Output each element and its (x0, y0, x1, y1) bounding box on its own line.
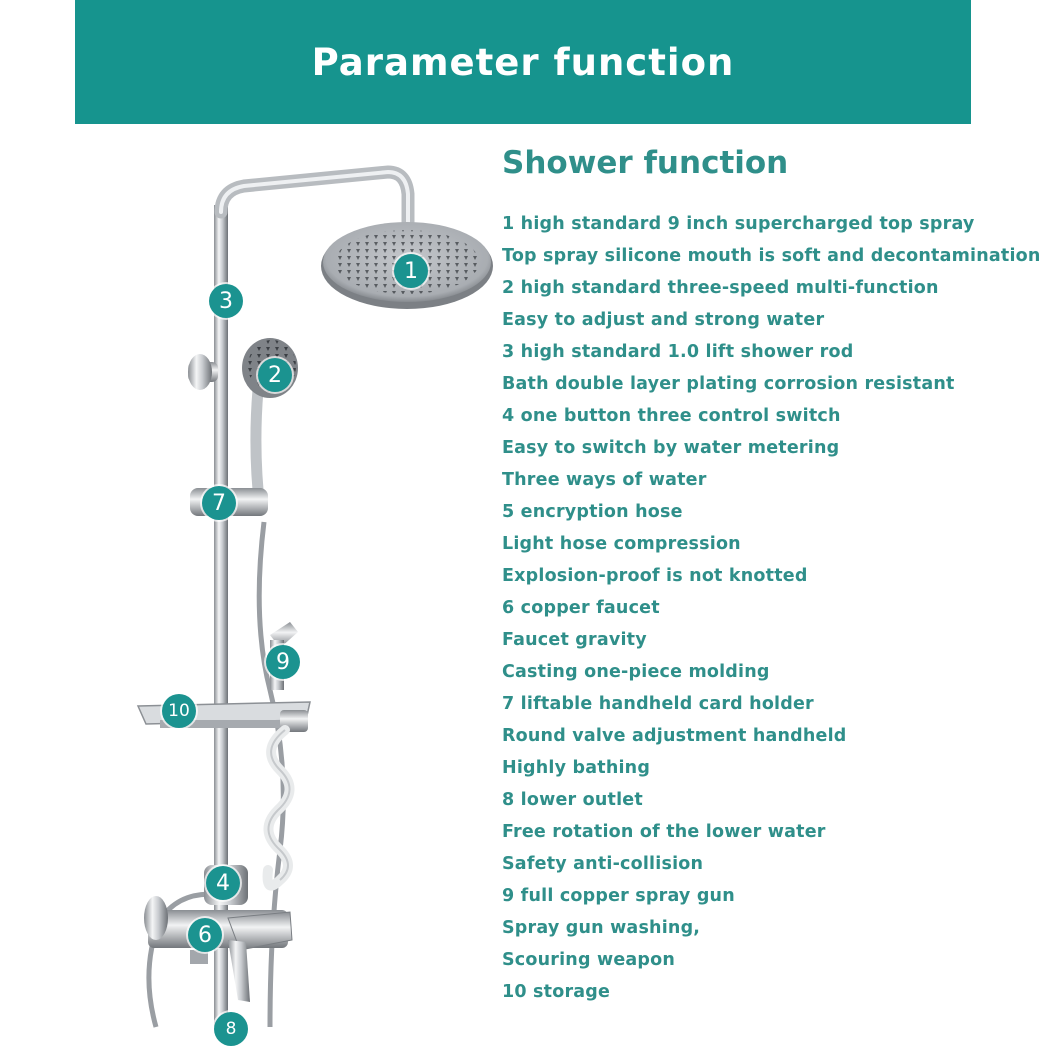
feature-item: Bath double layer plating corrosion resi… (502, 374, 955, 394)
shower-system-drawing (136, 165, 493, 1028)
callout-1: 1 (394, 254, 428, 288)
feature-item: 4 one button three control switch (502, 406, 841, 426)
feature-item: Safety anti-collision (502, 854, 704, 874)
feature-item: Faucet gravity (502, 630, 647, 650)
feature-item: 7 liftable handheld card holder (502, 694, 814, 714)
feature-item: Top spray silicone mouth is soft and dec… (502, 246, 1041, 266)
feature-item: Light hose compression (502, 534, 741, 554)
shower-system-illustration: 1 2 3 4 6 7 8 9 10 (120, 150, 500, 1046)
feature-item: Casting one-piece molding (502, 662, 770, 682)
callout-4: 4 (206, 866, 240, 900)
feature-item: 3 high standard 1.0 lift shower rod (502, 342, 854, 362)
feature-item: 1 high standard 9 inch supercharged top … (502, 214, 975, 234)
callout-2: 2 (258, 358, 292, 392)
feature-list: 1 high standard 9 inch supercharged top … (502, 208, 1041, 1008)
feature-item: Easy to switch by water metering (502, 438, 840, 458)
feature-item: 8 lower outlet (502, 790, 643, 810)
feature-item: Free rotation of the lower water (502, 822, 826, 842)
callout-8: 8 (214, 1012, 248, 1046)
feature-item: Spray gun washing, (502, 918, 701, 938)
feature-item: 10 storage (502, 982, 611, 1002)
section-title: Shower function (502, 145, 789, 181)
feature-item: Round valve adjustment handheld (502, 726, 847, 746)
callout-10: 10 (162, 694, 196, 728)
page-title: Parameter function (311, 40, 735, 84)
feature-item: Easy to adjust and strong water (502, 310, 825, 330)
feature-item: Highly bathing (502, 758, 651, 778)
feature-item: Scouring weapon (502, 950, 676, 970)
callout-3: 3 (209, 284, 243, 318)
feature-item: 6 copper faucet (502, 598, 660, 618)
callout-9: 9 (266, 645, 300, 679)
feature-item: 9 full copper spray gun (502, 886, 735, 906)
feature-item: Explosion-proof is not knotted (502, 566, 808, 586)
header-banner: Parameter function (75, 0, 971, 124)
feature-item: 2 high standard three-speed multi-functi… (502, 278, 939, 298)
feature-item: Three ways of water (502, 470, 707, 490)
callout-7: 7 (202, 486, 236, 520)
callout-6: 6 (188, 918, 222, 952)
feature-item: 5 encryption hose (502, 502, 683, 522)
